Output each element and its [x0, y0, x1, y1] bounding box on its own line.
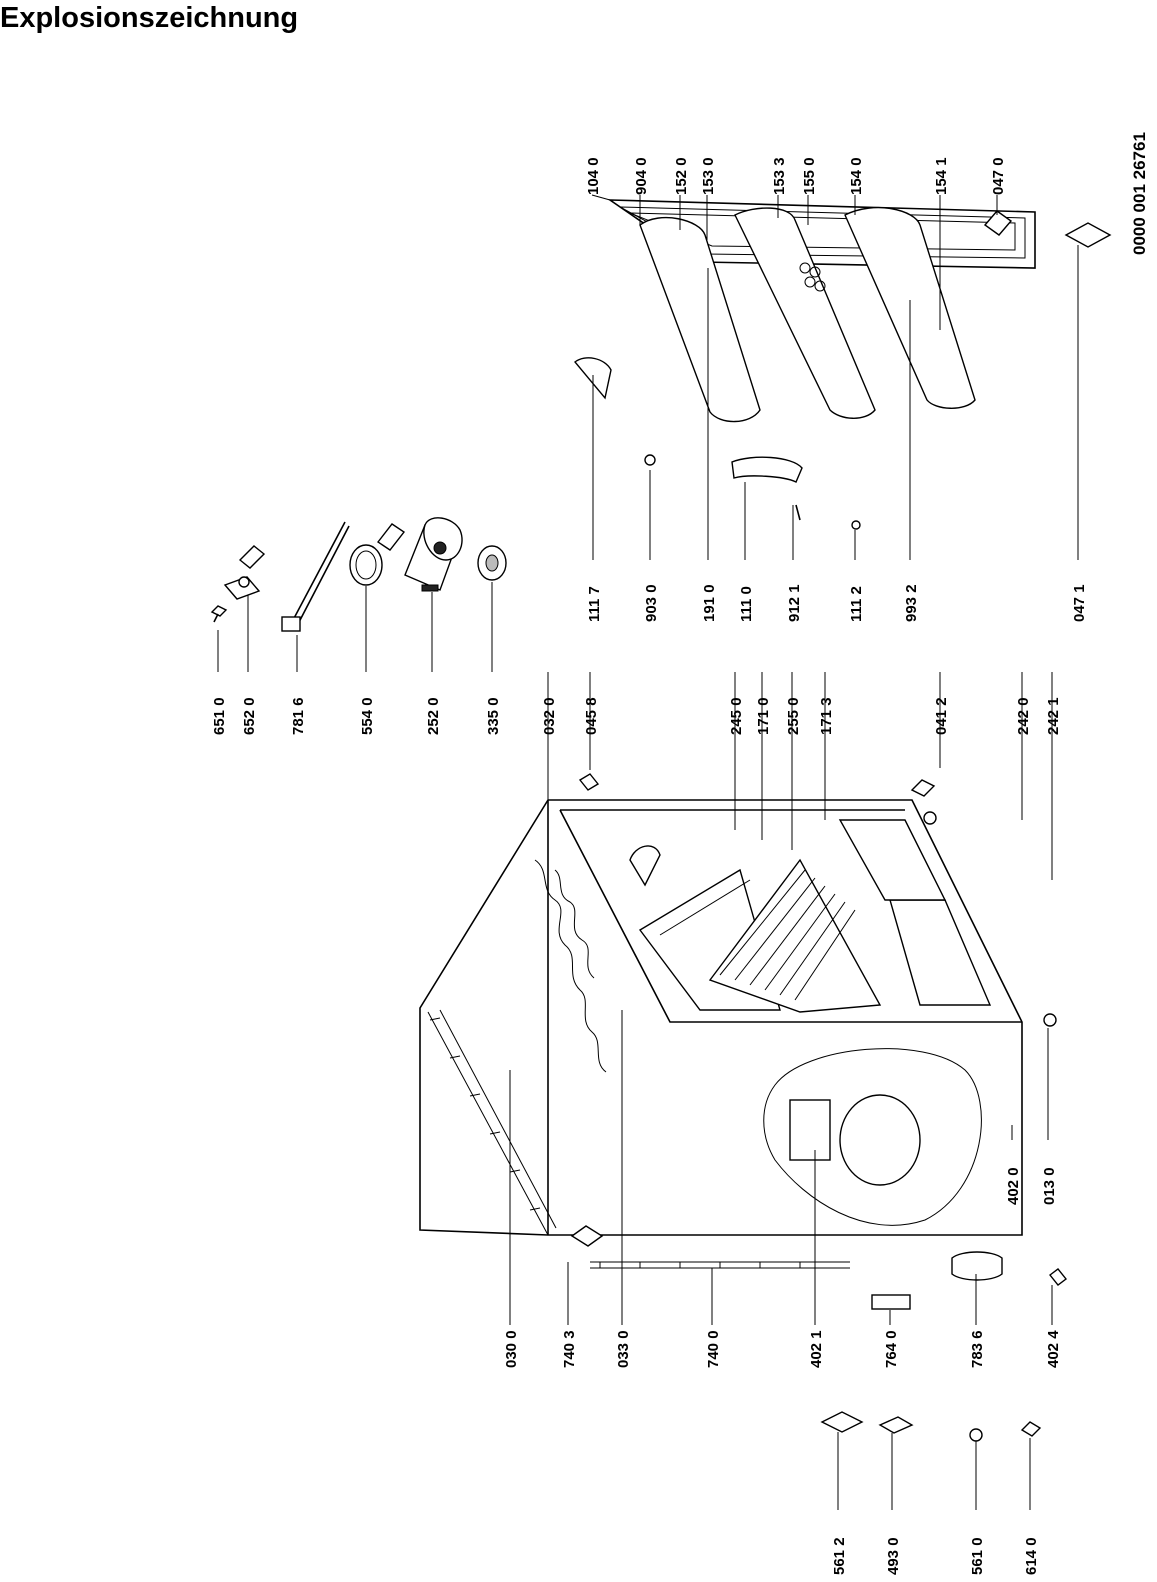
part-label: 153 3 — [771, 157, 788, 195]
part-label: 255 0 — [785, 697, 802, 735]
part-label: 561 2 — [831, 1537, 848, 1575]
part-label: 154 1 — [933, 157, 950, 195]
part-label: 242 1 — [1045, 697, 1062, 735]
part-label: 561 0 — [969, 1537, 986, 1575]
part-label: 245 0 — [728, 697, 745, 735]
part-label: 652 0 — [241, 697, 258, 735]
part-label: 764 0 — [883, 1330, 900, 1368]
part-label: 013 0 — [1041, 1167, 1058, 1205]
part-label: 033 0 — [615, 1330, 632, 1368]
part-label: 047 1 — [1071, 584, 1088, 622]
part-label: 045 8 — [583, 697, 600, 735]
part-label: 402 4 — [1045, 1330, 1062, 1368]
part-label: 242 0 — [1015, 697, 1032, 735]
part-label: 252 0 — [425, 697, 442, 735]
drawing-number: 0000 001 26761 — [1130, 132, 1149, 255]
leader-lines — [217, 194, 1079, 1510]
part-label: 030 0 — [503, 1330, 520, 1368]
cabinet-body-drawing — [419, 773, 1067, 1310]
part-label: 402 0 — [1005, 1167, 1022, 1205]
door-assembly-drawing — [574, 199, 1112, 530]
part-label: 740 0 — [705, 1330, 722, 1368]
part-label: 153 0 — [700, 157, 717, 195]
part-label: 111 2 — [848, 586, 865, 622]
part-label: 111 7 — [586, 586, 603, 622]
thermostat-parts-drawing — [210, 517, 507, 632]
part-label: 154 0 — [848, 157, 865, 195]
part-label: 493 0 — [885, 1537, 902, 1575]
part-label: 047 0 — [990, 157, 1007, 195]
page-title: Explosionszeichnung — [0, 2, 299, 34]
part-label: 903 0 — [643, 584, 660, 622]
part-label: 111 0 — [738, 586, 755, 622]
accessory-parts-drawing — [820, 1411, 1042, 1442]
part-label: 614 0 — [1023, 1537, 1040, 1575]
part-label: 904 0 — [633, 157, 650, 195]
part-label: 783 6 — [969, 1330, 986, 1368]
part-label: 171 0 — [755, 697, 772, 735]
part-label: 032 0 — [541, 697, 558, 735]
part-label: 740 3 — [561, 1330, 578, 1368]
part-label: 912 1 — [786, 584, 803, 622]
part-label: 104 0 — [585, 157, 602, 195]
part-label: 335 0 — [485, 697, 502, 735]
part-label: 554 0 — [359, 697, 376, 735]
part-label: 651 0 — [211, 697, 228, 735]
part-label: 155 0 — [801, 157, 818, 195]
part-label: 781 6 — [290, 697, 307, 735]
part-label: 993 2 — [903, 584, 920, 622]
part-label: 152 0 — [673, 157, 690, 195]
part-label: 402 1 — [808, 1330, 825, 1368]
part-label: 191 0 — [701, 584, 718, 622]
part-label: 171 3 — [818, 697, 835, 735]
part-label: 041 2 — [933, 697, 950, 735]
